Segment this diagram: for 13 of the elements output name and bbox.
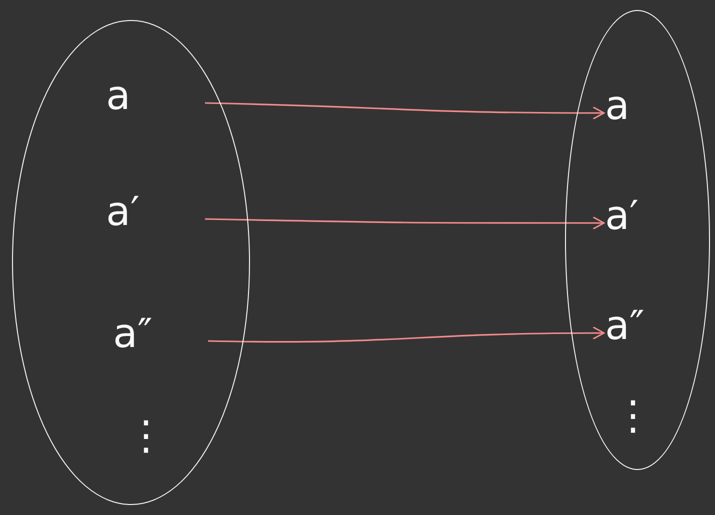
element-label: a — [605, 86, 630, 126]
arrow — [204, 216, 605, 230]
element-label: a″ — [113, 314, 152, 354]
element-label: ⋮ — [613, 396, 653, 436]
element-label: a — [106, 76, 131, 116]
set-ellipse — [565, 10, 710, 470]
element-label: a′ — [106, 192, 140, 232]
arrow — [208, 326, 605, 343]
element-label: a″ — [605, 306, 644, 346]
arrow — [204, 102, 605, 120]
element-label: a′ — [605, 196, 639, 236]
element-label: ⋮ — [126, 416, 166, 456]
set-ellipse — [12, 20, 250, 505]
